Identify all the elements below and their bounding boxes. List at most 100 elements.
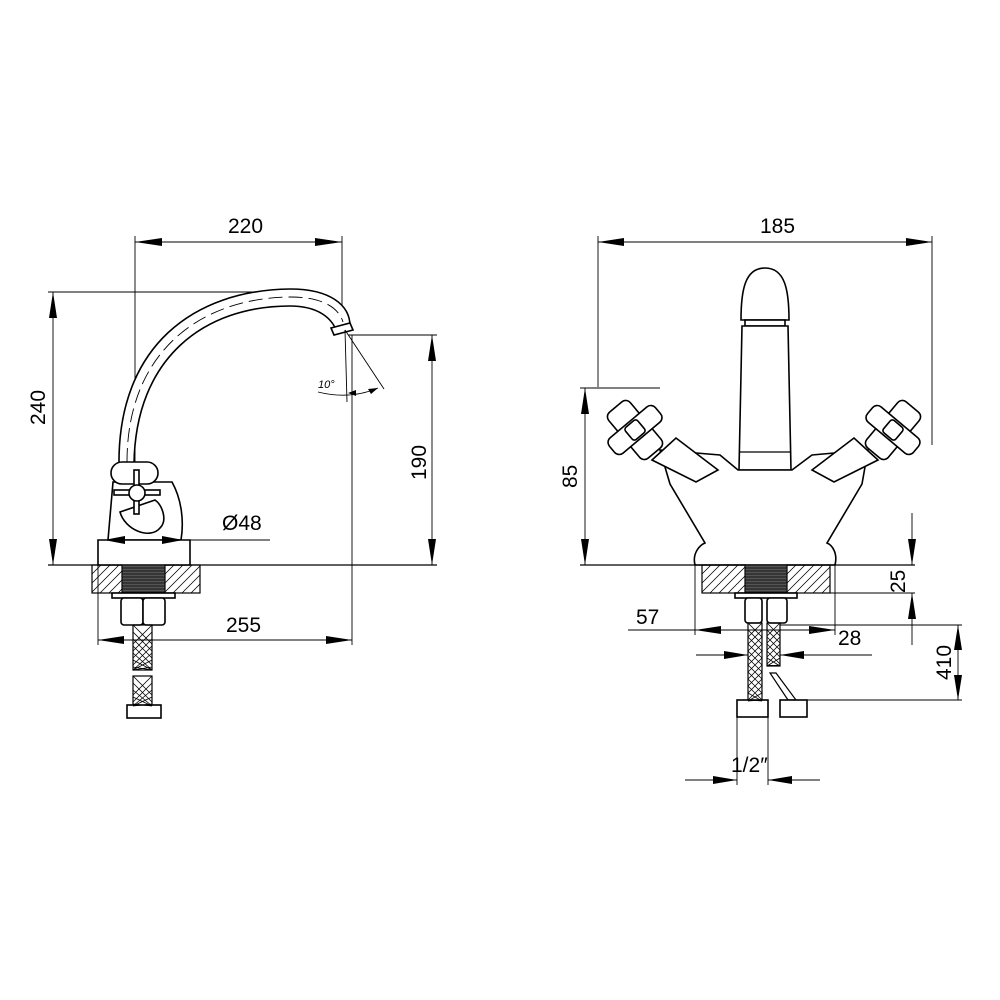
- dimension-diameter-48: Ø48: [100, 512, 270, 544]
- dimension-28: 28: [696, 627, 872, 659]
- dimension-410: 410: [780, 624, 962, 701]
- hose-connector: [126, 704, 162, 719]
- front-body: [658, 449, 869, 566]
- hose-braid: [747, 671, 763, 687]
- dimension-220: 220: [134, 215, 343, 462]
- spout: [118, 288, 355, 468]
- hose-braid: [766, 636, 781, 651]
- section-hatch: [91, 564, 111, 584]
- section-hatch: [794, 564, 824, 594]
- hose-braid: [132, 703, 153, 707]
- supply-hoses: [736, 622, 808, 718]
- dimension-255: 255: [97, 335, 353, 645]
- dimension-240: 240: [27, 291, 270, 565]
- section-hatch: [812, 575, 831, 594]
- section-hatch: [190, 583, 201, 594]
- hose-braid: [747, 636, 763, 652]
- hose-braid: [747, 699, 763, 702]
- hose-connector: [779, 699, 808, 718]
- section-hatch: [181, 574, 201, 594]
- hose-braid: [747, 692, 763, 702]
- section-hatch: [727, 575, 746, 594]
- hose-braid: [766, 657, 781, 667]
- counter-section: [91, 564, 201, 626]
- washer: [734, 592, 798, 599]
- section-hatch: [736, 584, 746, 594]
- dimension-label: Ø48: [222, 512, 262, 535]
- angle-label: 10°: [318, 379, 335, 391]
- section-hatch: [786, 564, 815, 593]
- section-hatch: [718, 566, 746, 594]
- dimension-label: 410: [933, 645, 956, 680]
- hose-braid: [132, 659, 153, 671]
- section-hatch: [164, 564, 184, 584]
- section-hatch: [99, 570, 123, 594]
- section-hatch: [91, 564, 120, 593]
- hose-braid: [132, 624, 153, 645]
- section-hatch: [786, 564, 797, 575]
- dimension-57: 57: [628, 565, 836, 635]
- section-hatch: [164, 564, 175, 575]
- dimension-label: 1/2″: [731, 754, 768, 777]
- dimension-label: 240: [27, 390, 50, 425]
- section-hatch: [821, 584, 831, 594]
- hose-braid: [747, 622, 763, 638]
- hose-braid: [747, 643, 763, 659]
- section-hatch: [701, 564, 712, 575]
- counter-section: [701, 564, 831, 624]
- hose-braid: [747, 650, 763, 666]
- dimension-25: 25: [887, 513, 916, 645]
- hose-connector: [736, 699, 769, 718]
- dimension-85: 85: [559, 387, 660, 565]
- nut: [766, 597, 788, 624]
- dimension-label: 220: [228, 215, 263, 238]
- dimension-label: 28: [838, 627, 861, 650]
- faucet-body: [97, 461, 191, 566]
- right-valve: [810, 388, 936, 483]
- hose-braid: [747, 685, 763, 701]
- threaded-shank: [744, 564, 788, 594]
- section-hatch: [108, 579, 123, 594]
- dimension-label: 185: [760, 215, 795, 238]
- section-hatch: [172, 565, 201, 594]
- left-valve: [593, 388, 720, 483]
- section-hatch: [701, 564, 730, 593]
- dimension-label: 255: [226, 614, 261, 637]
- front-spout: [738, 267, 792, 471]
- hose-braid: [766, 643, 781, 658]
- dimension-label: 190: [408, 445, 431, 480]
- aerator: [329, 322, 355, 336]
- section-hatch: [117, 588, 123, 594]
- hose-braid: [132, 638, 153, 659]
- dimension-label: 85: [559, 465, 582, 488]
- hose-braid: [747, 678, 763, 694]
- washer: [111, 592, 176, 599]
- threaded-shank: [121, 564, 166, 594]
- side-view: 220 240 190: [27, 215, 437, 719]
- front-view: 185: [559, 215, 962, 785]
- section-hatch: [786, 564, 806, 584]
- dimension-190: 190: [348, 334, 437, 565]
- nut: [744, 597, 763, 624]
- cross-handle-icon[interactable]: [851, 388, 936, 473]
- hose-braid: [747, 657, 763, 673]
- hose-braid: [766, 629, 781, 644]
- section-hatch: [164, 564, 193, 593]
- dimension-thread: 1/2″: [685, 717, 820, 785]
- dimension-185: 185: [597, 215, 933, 445]
- section-hatch: [91, 564, 102, 575]
- hose-braid: [747, 664, 763, 680]
- hose-braid: [132, 666, 153, 671]
- cross-handle-icon[interactable]: [113, 469, 161, 515]
- hose-braid: [747, 629, 763, 645]
- nut: [142, 597, 166, 626]
- cross-handle-icon[interactable]: [593, 388, 678, 473]
- supply-hose: [126, 624, 162, 719]
- hose-braid: [132, 631, 153, 652]
- nut: [120, 597, 144, 626]
- dimension-label: 57: [636, 606, 659, 629]
- base-plate: [97, 539, 191, 566]
- hose-braid: [132, 689, 153, 707]
- dimension-label: 25: [887, 570, 910, 593]
